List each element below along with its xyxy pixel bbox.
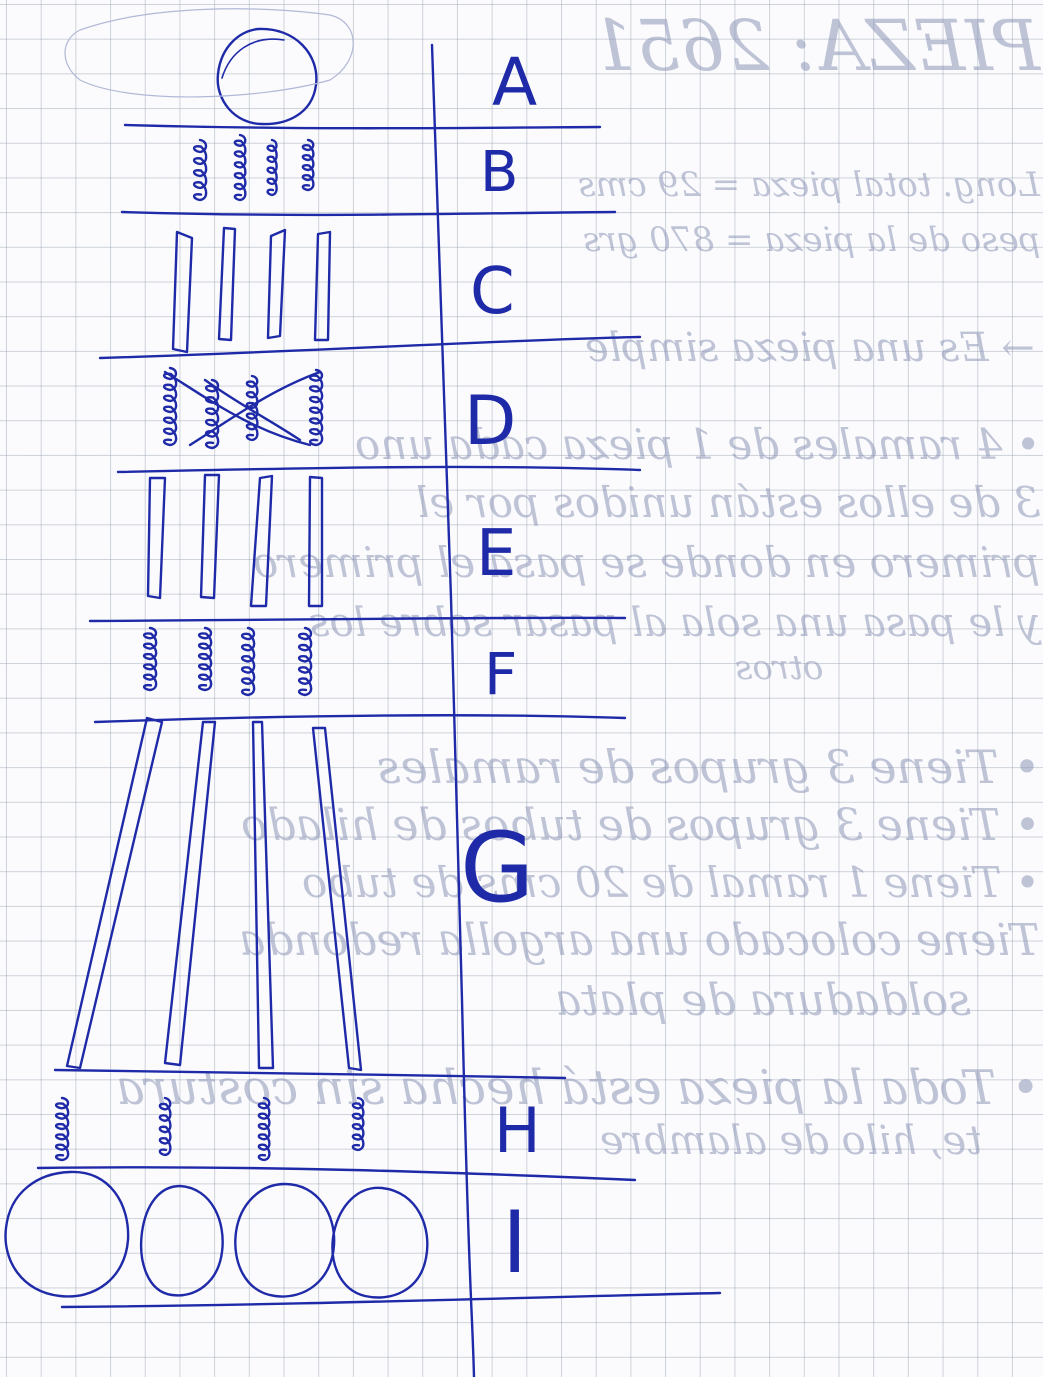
section-a-drawing [218, 29, 317, 124]
section-label-e: E [476, 522, 516, 586]
section-f-drawing [144, 628, 311, 695]
separator-h-i [38, 1167, 635, 1180]
coil-link [310, 370, 322, 445]
section-h-drawing [56, 1098, 363, 1160]
section-label-c: C [470, 260, 515, 324]
separator-f-g [95, 715, 625, 722]
vertical-divider [432, 45, 474, 1377]
coil-link [206, 380, 218, 448]
separator-g-h [55, 1070, 565, 1078]
separator-b-c [122, 212, 615, 215]
section-label-f: F [484, 645, 517, 703]
separator-a-b [125, 125, 600, 128]
coil-link [235, 135, 246, 200]
section-label-a: A [492, 50, 537, 116]
section-c-drawing [173, 228, 330, 352]
coil-link [56, 1098, 68, 1160]
section-e-drawing [148, 475, 322, 606]
coil-link [144, 628, 156, 690]
section-label-i: I [502, 1200, 527, 1286]
coil-link [268, 140, 277, 195]
separator-d-e [118, 467, 640, 472]
coil-link [259, 1098, 270, 1160]
separator-e-f [90, 618, 625, 621]
section-label-g: G [460, 820, 534, 916]
section-i-drawing [5, 1172, 427, 1298]
section-label-h: H [494, 1100, 541, 1162]
section-b-drawing [194, 135, 313, 200]
coil-link [199, 628, 211, 690]
section-label-b: B [480, 145, 518, 201]
coil-link [303, 140, 314, 190]
section-d-drawing [164, 368, 322, 448]
coil-link [164, 368, 176, 445]
coil-link [160, 1098, 171, 1155]
coil-link [299, 628, 311, 695]
coil-link [353, 1098, 364, 1150]
coil-link [242, 628, 254, 695]
coil-link [194, 140, 206, 200]
crossing-strand [165, 372, 310, 445]
section-label-d: D [464, 388, 516, 456]
section-g-drawing [67, 718, 361, 1070]
separator-c-d [100, 337, 640, 358]
